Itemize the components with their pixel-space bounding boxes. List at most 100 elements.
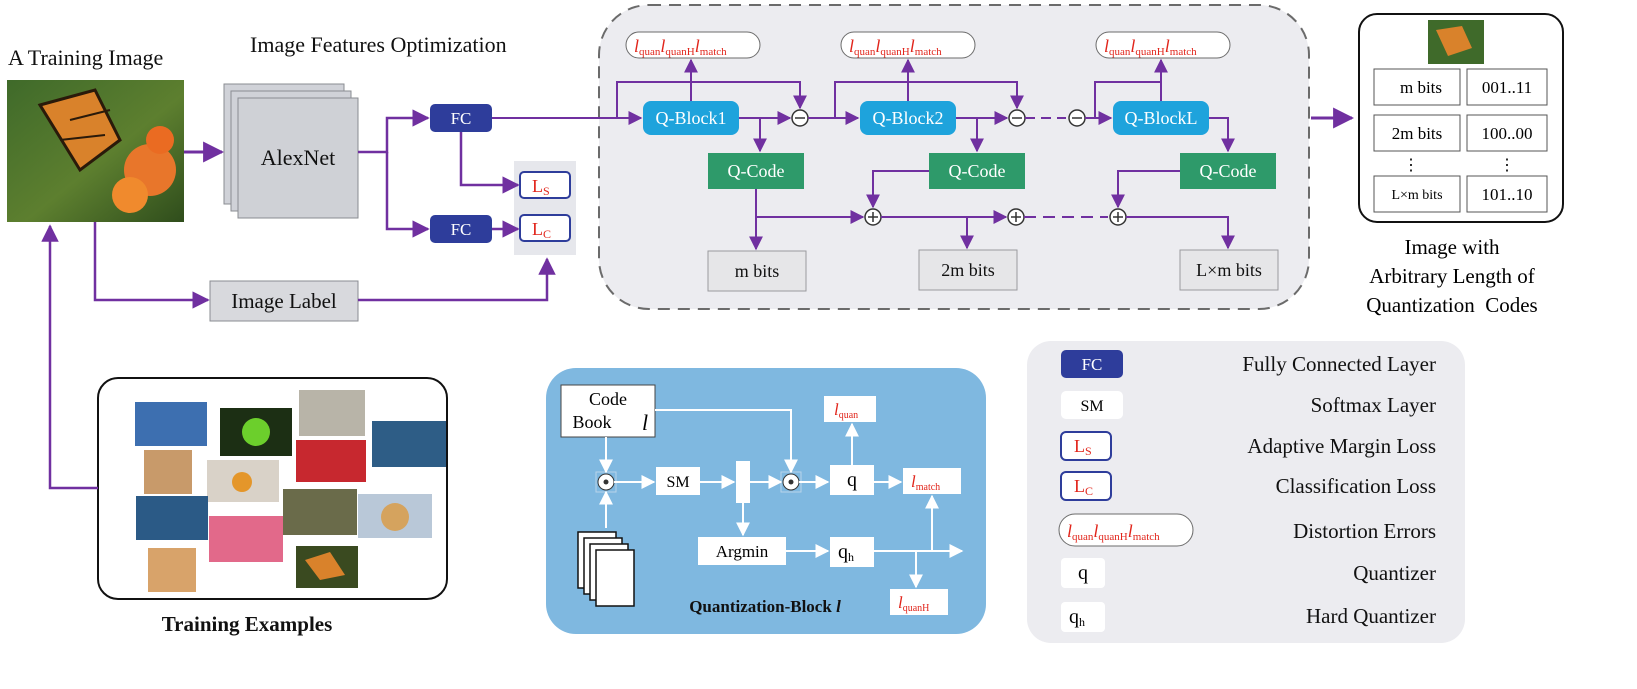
svg-text:Quantization Codes: Quantization Codes xyxy=(1366,293,1537,317)
svg-text:lquanlquanHlmatch: lquanlquanHlmatch xyxy=(1104,36,1197,58)
svg-text:lquan: lquan xyxy=(834,400,858,421)
legend-q-symbol: q xyxy=(1061,558,1105,588)
training-image xyxy=(7,80,184,222)
training-image-title: A Training Image xyxy=(8,45,163,70)
svg-text:lquanlquanHlmatch: lquanlquanHlmatch xyxy=(1067,521,1160,543)
legend-text-fc: Fully Connected Layer xyxy=(1242,352,1436,376)
alexnet-label: AlexNet xyxy=(261,145,336,170)
output-row-3: L×m bits 101..10 xyxy=(1373,175,1548,213)
lc-loss-box: LC xyxy=(519,214,571,242)
svg-text:m bits: m bits xyxy=(1400,78,1442,97)
loss-quan-box: lquan xyxy=(824,396,876,422)
q-block-2: Q-Block2 xyxy=(860,101,956,135)
legend-text-ls: Adaptive Margin Loss xyxy=(1247,434,1436,458)
output-panel: m bits 001..11 2m bits 100..00 ⋮ ⋮ L×m b… xyxy=(1358,13,1564,223)
qblock-title: Quantization-Block l xyxy=(689,597,841,616)
svg-text:lmatch: lmatch xyxy=(911,472,940,493)
svg-text:001..11: 001..11 xyxy=(1482,78,1532,97)
ls-loss-box: LS xyxy=(519,171,571,199)
svg-text:FC: FC xyxy=(451,220,472,239)
q-code-L: Q-Code xyxy=(1180,153,1276,189)
bits-box-Lm: L×m bits xyxy=(1179,249,1279,291)
svg-text:qh: qh xyxy=(1069,606,1085,629)
svg-text:L×m bits: L×m bits xyxy=(1391,188,1442,203)
argmin-box: Argmin xyxy=(698,537,786,565)
svg-text:LC: LC xyxy=(1074,476,1093,498)
svg-text:Q-Code: Q-Code xyxy=(949,161,1006,181)
svg-text:⋮: ⋮ xyxy=(1403,157,1419,174)
features-title: Image Features Optimization xyxy=(250,32,507,57)
svg-text:Q-Code: Q-Code xyxy=(1200,161,1257,181)
image-label-box: Image Label xyxy=(209,280,359,322)
svg-text:SM: SM xyxy=(1080,398,1103,415)
q-block-1: Q-Block1 xyxy=(643,101,739,135)
svg-text:⋮: ⋮ xyxy=(1499,157,1515,174)
legend-fc-symbol: FC xyxy=(1061,350,1123,378)
loss-quanH-box: lquanH xyxy=(890,589,948,615)
training-examples-title: Training Examples xyxy=(162,612,333,636)
svg-text:LS: LS xyxy=(532,176,550,198)
legend-lc-symbol: LC xyxy=(1060,471,1112,501)
alexnet-block: AlexNet xyxy=(223,83,359,219)
output-caption: Image with Arbitrary Length of Quantizat… xyxy=(1366,235,1537,317)
training-examples-panel xyxy=(97,377,448,600)
svg-text:Code: Code xyxy=(589,389,627,409)
svg-text:Argmin: Argmin xyxy=(716,542,769,561)
q-code-2: Q-Code xyxy=(929,153,1025,189)
sm-output-bar xyxy=(736,461,750,503)
legend-panel xyxy=(1027,341,1465,643)
svg-text:FC: FC xyxy=(1082,355,1103,374)
input-features-stack xyxy=(577,531,635,607)
svg-text:q: q xyxy=(1078,562,1088,584)
svg-text:lquanlquanHlmatch: lquanlquanHlmatch xyxy=(634,36,727,58)
svg-text:Image Label: Image Label xyxy=(231,289,337,313)
svg-text:101..10: 101..10 xyxy=(1482,185,1533,204)
svg-text:2m bits: 2m bits xyxy=(1392,124,1443,143)
svg-text:l: l xyxy=(642,410,648,435)
svg-text:qh: qh xyxy=(838,541,854,564)
codebook-box: Code Book l xyxy=(560,384,656,438)
svg-text:Q-Code: Q-Code xyxy=(728,161,785,181)
bits-box-m: m bits xyxy=(707,250,807,292)
legend-distortion-symbol: lquanlquanHlmatch xyxy=(1058,513,1194,547)
legend-sm-symbol: SM xyxy=(1061,391,1123,419)
loss-match-box: lmatch xyxy=(903,468,961,494)
softmax-box: SM xyxy=(656,467,700,495)
qblock-flow xyxy=(599,409,964,589)
output-row-2: 2m bits 100..00 xyxy=(1373,114,1548,152)
hard-quantizer-box: qh xyxy=(830,537,874,567)
svg-text:LC: LC xyxy=(532,219,551,241)
svg-text:m bits: m bits xyxy=(735,261,780,281)
svg-text:FC: FC xyxy=(451,109,472,128)
svg-text:Image with: Image with xyxy=(1404,235,1500,259)
output-row-dots: ⋮ ⋮ xyxy=(1403,157,1515,174)
q-code-1: Q-Code xyxy=(708,153,804,189)
svg-text:Book: Book xyxy=(572,412,611,432)
legend-text-q: Quantizer xyxy=(1353,561,1436,585)
output-row-1: m bits 001..11 xyxy=(1373,68,1548,106)
distortion-errors-2: lquanlquanHlmatch xyxy=(840,31,976,59)
legend-ls-symbol: LS xyxy=(1060,431,1112,461)
svg-text:lquanH: lquanH xyxy=(898,593,929,614)
svg-text:Q-Block1: Q-Block1 xyxy=(656,108,727,128)
svg-text:100..00: 100..00 xyxy=(1482,124,1533,143)
svg-text:Q-Block2: Q-Block2 xyxy=(873,108,944,128)
fc-layer-2: FC xyxy=(430,215,492,243)
legend-text-lc: Classification Loss xyxy=(1276,474,1436,498)
svg-text:lquanlquanHlmatch: lquanlquanHlmatch xyxy=(849,36,942,58)
svg-text:2m bits: 2m bits xyxy=(941,260,995,280)
svg-text:SM: SM xyxy=(666,474,689,491)
legend-text-qh: Hard Quantizer xyxy=(1306,604,1436,628)
quantization-block-panel xyxy=(546,368,986,634)
fc-layer-1: FC xyxy=(430,104,492,132)
quantizer-q-box: q xyxy=(830,465,874,495)
distortion-errors-1: lquanlquanHlmatch xyxy=(625,31,761,59)
svg-text:q: q xyxy=(847,469,857,491)
bits-box-2m: 2m bits xyxy=(918,249,1018,291)
q-block-L: Q-BlockL xyxy=(1113,101,1209,135)
quant-flow xyxy=(492,58,1235,251)
legend-texts: Fully Connected Layer Softmax Layer Adap… xyxy=(1242,352,1436,628)
legend-text-distortion: Distortion Errors xyxy=(1293,519,1436,543)
distortion-errors-L: lquanlquanHlmatch xyxy=(1095,31,1231,59)
